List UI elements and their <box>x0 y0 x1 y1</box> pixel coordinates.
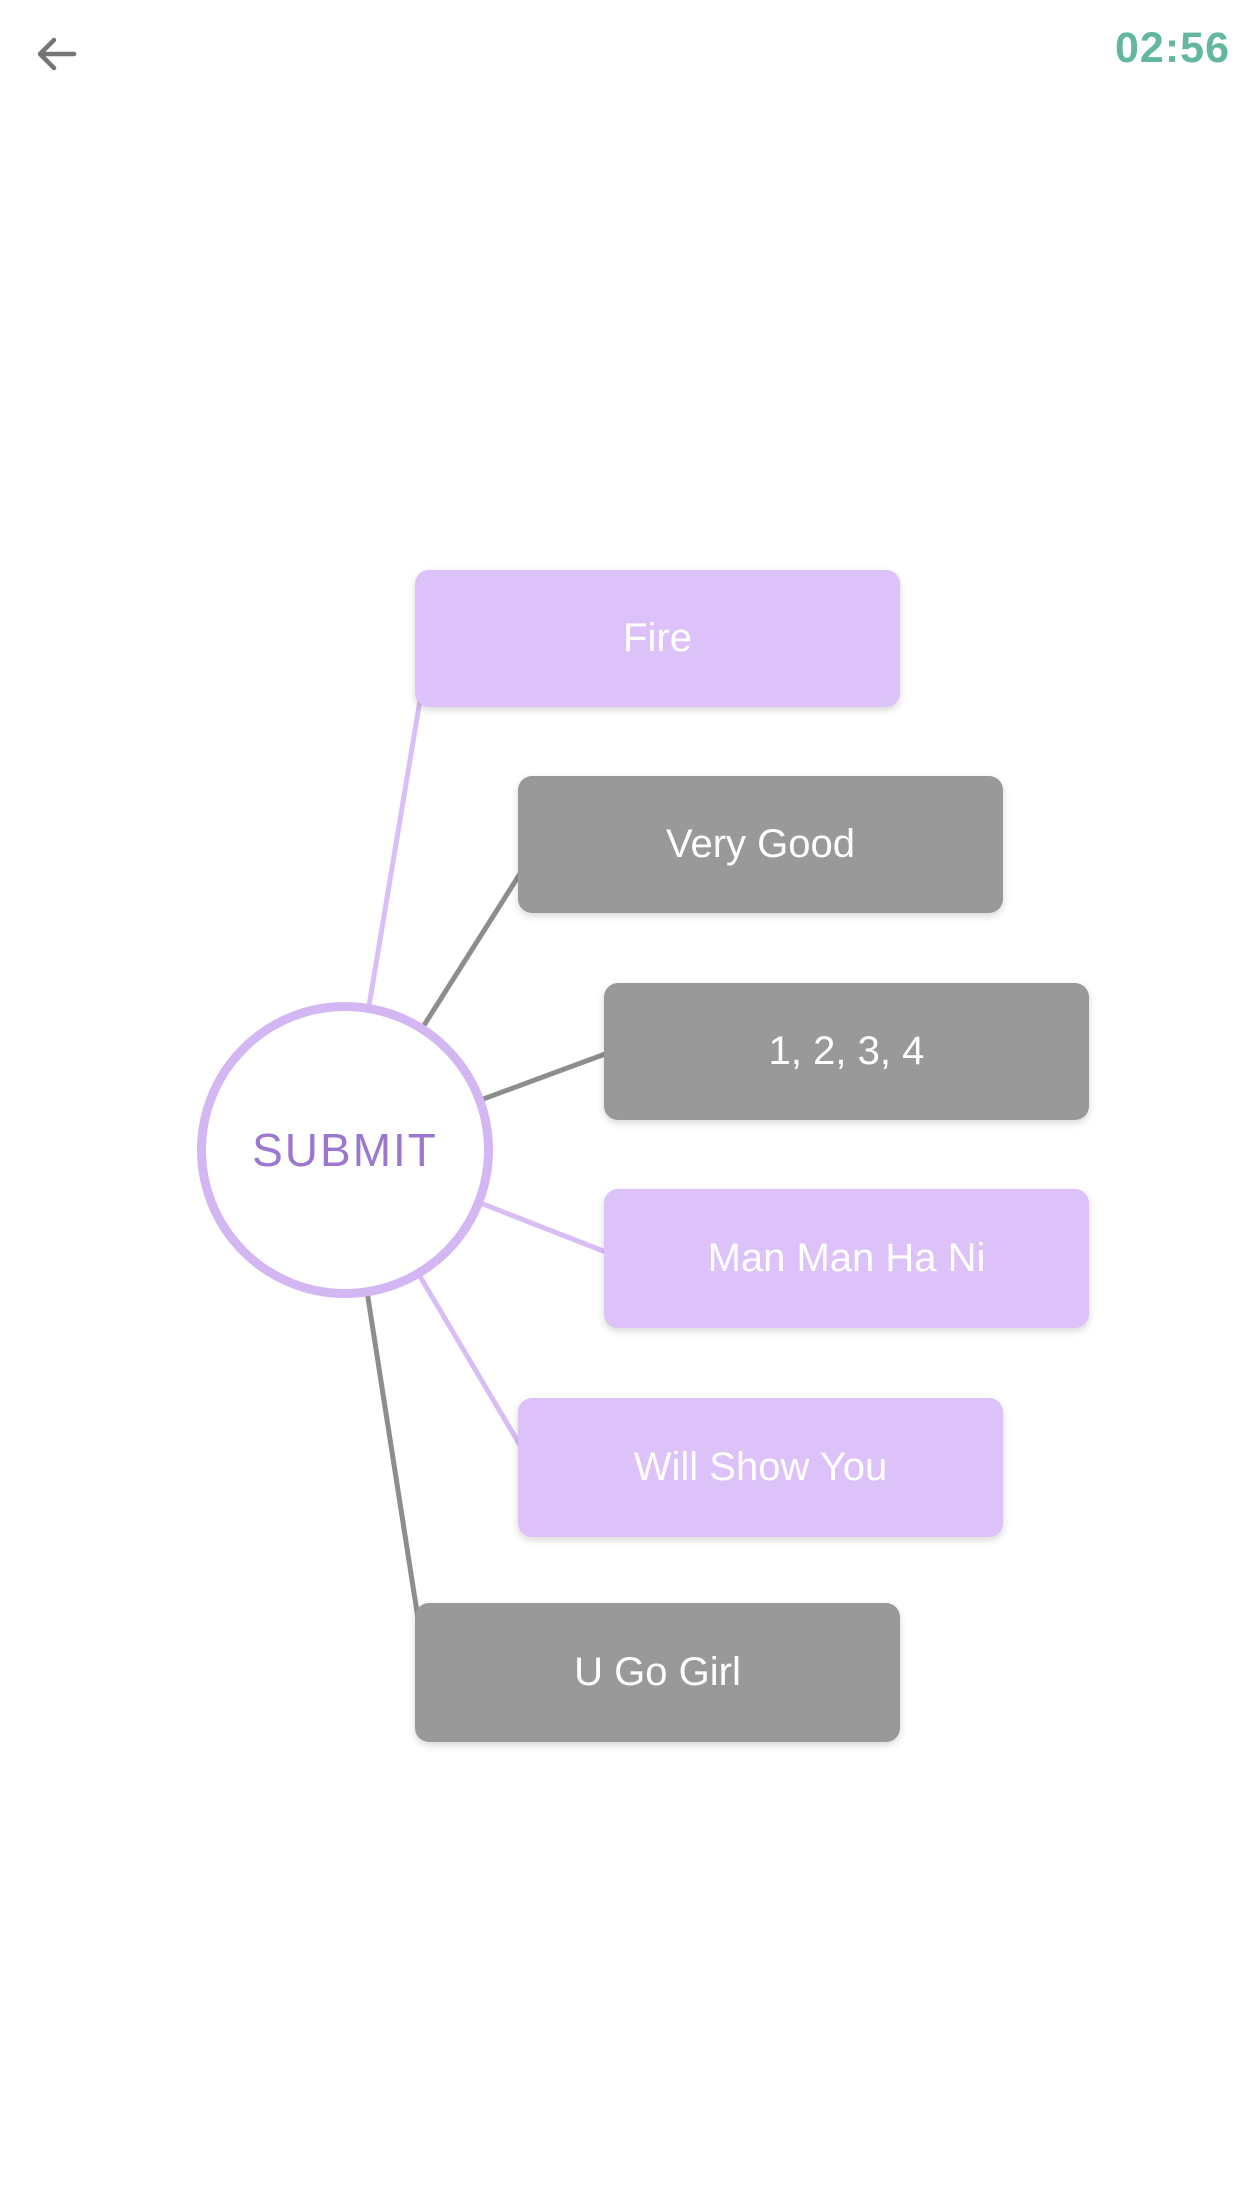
option-box[interactable]: Fire <box>415 570 900 707</box>
submit-label: SUBMIT <box>252 1124 438 1176</box>
option-box[interactable]: 1, 2, 3, 4 <box>604 983 1089 1120</box>
submit-button[interactable]: SUBMIT <box>197 1002 493 1298</box>
option-box[interactable]: Man Man Ha Ni <box>604 1189 1089 1328</box>
option-box[interactable]: Will Show You <box>518 1398 1003 1537</box>
timer: 02:56 <box>1115 24 1230 72</box>
arrow-left-icon <box>37 37 77 71</box>
back-button[interactable] <box>20 18 92 90</box>
option-label: Man Man Ha Ni <box>707 1236 986 1280</box>
option-label: Fire <box>623 616 692 660</box>
option-label: U Go Girl <box>574 1650 741 1694</box>
option-label: Will Show You <box>633 1445 888 1489</box>
option-box[interactable]: U Go Girl <box>415 1603 900 1742</box>
option-label: Very Good <box>665 822 855 866</box>
option-label: 1, 2, 3, 4 <box>768 1029 925 1073</box>
option-box[interactable]: Very Good <box>518 776 1003 913</box>
